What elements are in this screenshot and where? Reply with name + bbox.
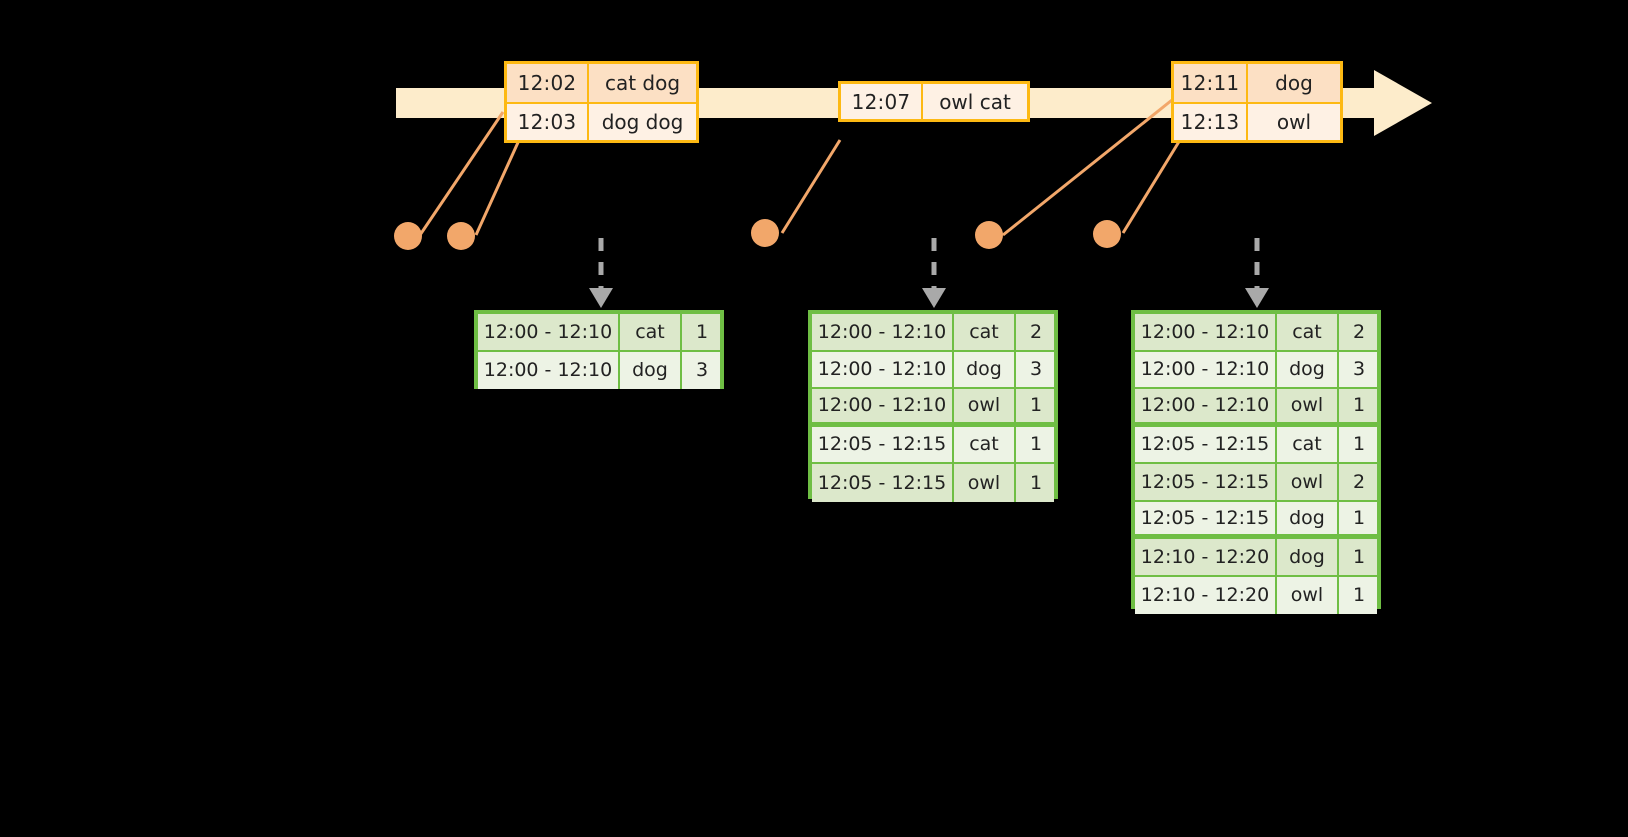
table-cell-count: 3 [1029, 358, 1043, 381]
event-row[interactable]: 12:03 dog dog [507, 101, 696, 140]
table-cell-window: 12:05 - 12:15 [1135, 501, 1277, 534]
connector-dot-12-07 [751, 219, 779, 247]
emit-arrow-3 [1245, 238, 1269, 308]
table-cell-word: owl [954, 464, 1016, 502]
event-words: cat dog [604, 70, 681, 95]
event-group-1[interactable]: 12:02 cat dog 12:03 dog dog [504, 61, 699, 143]
table-cell-count: 1 [1352, 545, 1366, 568]
table-cell-window: 12:00 - 12:10 [812, 314, 954, 350]
connector-line-12-03 [474, 137, 522, 236]
event-words: owl [1276, 109, 1312, 134]
table-cell-window: 12:05 - 12:15 [812, 426, 954, 462]
table-cell-word: dog [1277, 351, 1339, 387]
table-cell-count: 1 [1029, 433, 1043, 456]
table-cell-window: 12:00 - 12:10 [478, 314, 620, 350]
emit-arrows [589, 238, 1269, 308]
table-cell-count: 2 [1029, 320, 1043, 343]
table-cell-window: 12:05 - 12:15 [812, 464, 954, 502]
table-cell-window: 12:00 - 12:10 [1135, 314, 1277, 350]
table-cell-count: 1 [1352, 506, 1366, 529]
table-cell-count: 1 [695, 320, 709, 343]
table-cell-word: cat [1277, 426, 1339, 462]
connector-dot-12-11 [975, 221, 1003, 249]
connector-line-12-02 [418, 111, 505, 236]
event-row[interactable]: 12:07 owl cat [841, 84, 1027, 119]
table-cell-count: 1 [1029, 394, 1043, 417]
table-cell-count: 2 [1352, 320, 1366, 343]
event-row[interactable]: 12:02 cat dog [507, 64, 696, 102]
event-time: 12:02 [507, 64, 589, 102]
event-group-2[interactable]: 12:07 owl cat [838, 81, 1030, 122]
event-row[interactable]: 12:13 owl [1174, 101, 1340, 140]
table-cell-word: owl [1277, 464, 1339, 500]
table-cell-word: owl [954, 389, 1016, 422]
event-words: dog [1275, 70, 1313, 95]
table-cell-window: 12:10 - 12:20 [1135, 539, 1277, 575]
connector-dots [394, 219, 1121, 250]
connector-line-12-13 [1121, 139, 1182, 234]
table-cell-word: cat [1277, 314, 1339, 350]
table-cell-word: dog [1277, 501, 1339, 534]
table-cell-window: 12:05 - 12:15 [1135, 426, 1277, 462]
table-cell-count: 1 [1029, 471, 1043, 494]
table-cell-count: 1 [1352, 584, 1366, 607]
table-cell-window: 12:00 - 12:10 [478, 351, 620, 389]
table-cell-word: cat [954, 314, 1016, 350]
connector-dot-12-02 [394, 222, 422, 250]
table-cell-window: 12:00 - 12:10 [1135, 389, 1277, 422]
table-cell-count: 3 [1352, 358, 1366, 381]
table-cell-word: dog [1277, 539, 1339, 575]
table-cell-count: 1 [1352, 433, 1366, 456]
emit-arrow-2 [922, 238, 946, 308]
table-cell-window: 12:10 - 12:20 [1135, 576, 1277, 614]
event-time: 12:11 [1174, 64, 1248, 102]
event-group-3[interactable]: 12:11 dog 12:13 owl [1171, 61, 1343, 143]
table-cell-count: 1 [1352, 394, 1366, 417]
table-cell-window: 12:05 - 12:15 [1135, 464, 1277, 500]
connector-line-12-07 [780, 139, 842, 234]
event-row[interactable]: 12:11 dog [1174, 64, 1340, 102]
table-cell-word: owl [1277, 389, 1339, 422]
event-time: 12:03 [507, 103, 589, 140]
table-cell-word: dog [620, 351, 682, 389]
event-words: owl cat [939, 89, 1011, 114]
emit-arrow-1 [589, 238, 613, 308]
table-cell-window: 12:00 - 12:10 [1135, 351, 1277, 387]
connector-dot-12-03 [447, 222, 475, 250]
table-cell-word: cat [620, 314, 682, 350]
table-cell-word: cat [954, 426, 1016, 462]
event-words: dog dog [601, 109, 684, 134]
table-cell-word: owl [1277, 576, 1339, 614]
table-cell-window: 12:00 - 12:10 [812, 389, 954, 422]
table-cell-word: dog [954, 351, 1016, 387]
event-time: 12:13 [1174, 103, 1248, 140]
event-time: 12:07 [841, 84, 923, 119]
table-cell-count: 3 [695, 359, 709, 382]
table-cell-window: 12:00 - 12:10 [812, 351, 954, 387]
table-cell-count: 2 [1352, 470, 1366, 493]
connector-dot-12-13 [1093, 220, 1121, 248]
